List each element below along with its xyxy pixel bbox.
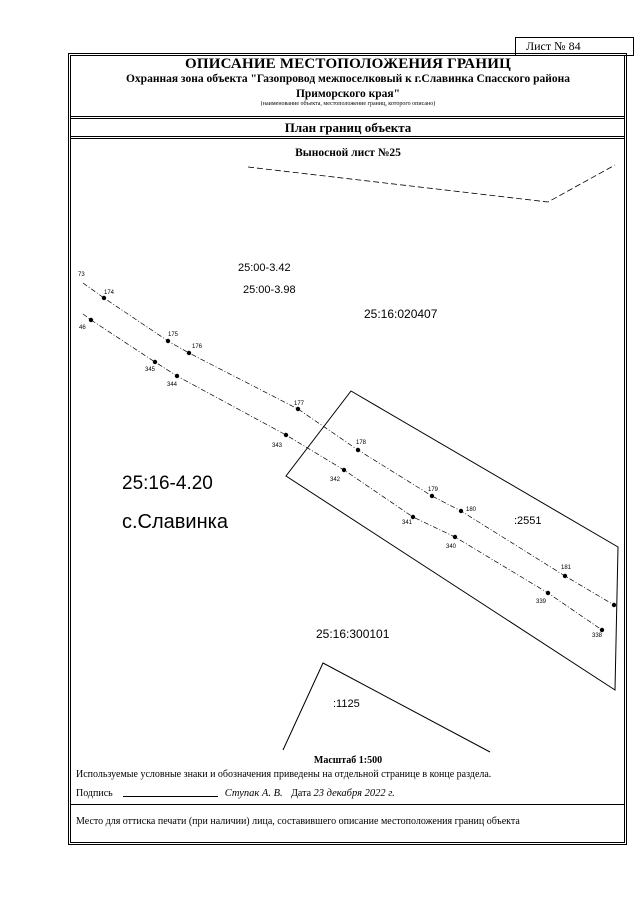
point-176 — [186, 350, 192, 356]
label-point-345: 345 — [145, 367, 156, 373]
label-point-179: 179 — [428, 487, 439, 493]
label-zone-398: 25:00-3.98 — [243, 284, 296, 296]
label-parcel-2551: :2551 — [514, 515, 542, 527]
signature-date: 23 декабря 2022 г. — [313, 788, 395, 799]
label-point-339: 339 — [536, 599, 547, 605]
point-180 — [458, 508, 464, 514]
point-339 — [545, 590, 551, 596]
point-345 — [152, 359, 158, 365]
signature-line — [123, 796, 219, 797]
label-settlement: с.Славинка — [122, 511, 229, 533]
point-181 — [562, 573, 568, 579]
label-point-177: 177 — [294, 401, 305, 407]
point-342 — [341, 467, 347, 473]
section-bottom-divider-2 — [70, 138, 625, 139]
label-parcel-020407: 25:16:020407 — [364, 307, 438, 321]
signer-name: Ступак А. В. — [224, 788, 283, 799]
legend-note: Используемые условные знаки и обозначени… — [76, 769, 492, 780]
parcel-1125-triangle — [282, 662, 491, 753]
point-175 — [165, 338, 171, 344]
date-label: Дата — [291, 788, 312, 799]
point-344 — [174, 373, 180, 379]
signature-label: Подпись — [76, 788, 113, 799]
point-340 — [452, 534, 458, 540]
label-point-344: 344 — [167, 382, 178, 388]
point-178 — [355, 447, 361, 453]
label-point-73: 73 — [78, 272, 85, 278]
object-name-line1: Охранная зона объекта "Газопровод межпос… — [125, 73, 571, 85]
point-341 — [410, 514, 416, 520]
point-179 — [429, 493, 435, 499]
point-46 — [88, 317, 94, 323]
label-point-342: 342 — [330, 477, 341, 483]
label-point-341: 341 — [402, 520, 413, 526]
label-point-46: 46 — [79, 325, 86, 331]
outer-frame — [68, 53, 627, 845]
stamp-note: Место для оттиска печати (при наличии) л… — [76, 816, 520, 827]
point-177 — [295, 406, 301, 412]
label-zone-342: 25:00-3.42 — [238, 262, 291, 274]
lower-boundary-line — [82, 313, 603, 631]
parcel-rectangle — [285, 390, 619, 691]
label-parcel-300101: 25:16:300101 — [316, 627, 390, 641]
label-point-180: 180 — [466, 507, 477, 513]
section-title: План границ объекта — [284, 120, 412, 135]
upper-boundary-line — [82, 282, 615, 606]
label-point-174: 174 — [104, 290, 115, 296]
map-scale: Масштаб 1:500 — [313, 755, 383, 766]
upper-points — [101, 295, 617, 608]
label-parcel-1125: :1125 — [333, 698, 360, 710]
label-point-175: 175 — [168, 332, 179, 338]
point-end-upper — [611, 602, 617, 608]
label-point-178: 178 — [356, 440, 367, 446]
label-point-340: 340 — [446, 544, 457, 550]
point-338 — [599, 627, 605, 633]
section-bottom-divider — [70, 136, 625, 137]
label-zone-420: 25:16-4.20 — [122, 473, 213, 494]
point-174 — [101, 295, 107, 301]
label-point-181: 181 — [561, 565, 572, 571]
object-name-line2: Приморского края" — [295, 88, 401, 100]
lower-points — [88, 317, 605, 633]
label-point-343: 343 — [272, 443, 283, 449]
top-dashed-boundary — [247, 164, 616, 203]
footer-divider — [70, 804, 625, 805]
label-point-338: 338 — [592, 633, 603, 639]
document-title: ОПИСАНИЕ МЕСТОПОЛОЖЕНИЯ ГРАНИЦ — [185, 56, 511, 72]
inner-frame — [70, 55, 625, 843]
header-divider — [70, 116, 625, 117]
object-name-caption: (наименование объекта, местоположение гр… — [260, 101, 436, 107]
sheet-subtitle: Выносной лист №25 — [295, 147, 401, 159]
section-divider — [70, 118, 625, 119]
signature-row: Подпись Ступак А. В. Дата 23 декабря 202… — [76, 788, 395, 799]
point-343 — [283, 432, 289, 438]
label-point-176: 176 — [192, 344, 203, 350]
